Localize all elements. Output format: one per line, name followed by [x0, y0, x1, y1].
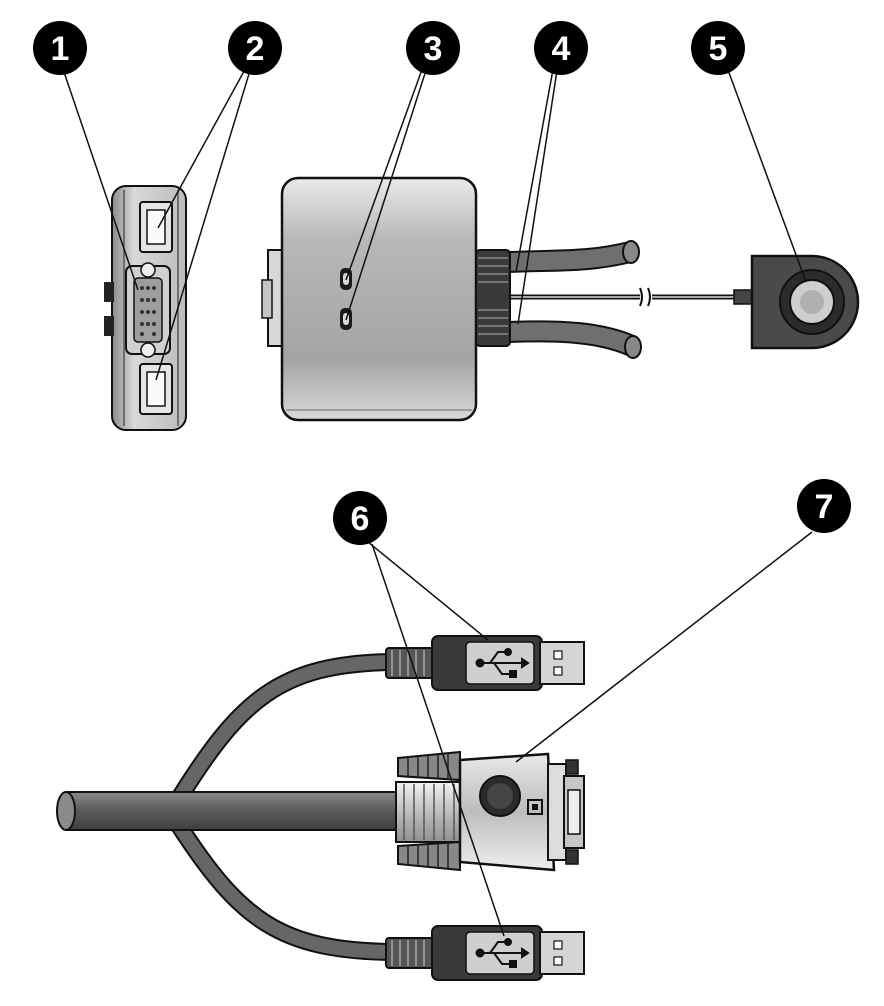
- callout-2-label: 2: [246, 30, 265, 68]
- kvm-cable: [56, 653, 397, 961]
- callout-3-label: 3: [424, 30, 443, 68]
- callout-3: 3: [406, 21, 460, 75]
- vga-connector: [395, 750, 585, 872]
- callout-7-label: 7: [815, 488, 834, 526]
- callout-5: 5: [691, 21, 745, 75]
- callout-1: 1: [33, 21, 87, 75]
- callout-1-label: 1: [51, 30, 70, 68]
- switch-box: [261, 176, 478, 422]
- callout-4: 4: [534, 21, 588, 75]
- switch-side-view: [104, 185, 187, 431]
- callout-7: 7: [797, 479, 851, 533]
- callout-4-label: 4: [552, 30, 571, 68]
- leader-lines: [63, 63, 813, 937]
- callout-5-label: 5: [709, 30, 728, 68]
- usb-plug-top: [385, 635, 585, 691]
- usb-plug-bottom: [385, 925, 585, 981]
- callout-6: 6: [333, 491, 387, 545]
- usb-icon: [475, 938, 530, 968]
- remote-switch-button: [733, 254, 860, 350]
- usb-icon: [475, 648, 530, 678]
- callout-6-label: 6: [351, 500, 370, 538]
- callout-2: 2: [228, 21, 282, 75]
- switch-cables: [475, 240, 736, 359]
